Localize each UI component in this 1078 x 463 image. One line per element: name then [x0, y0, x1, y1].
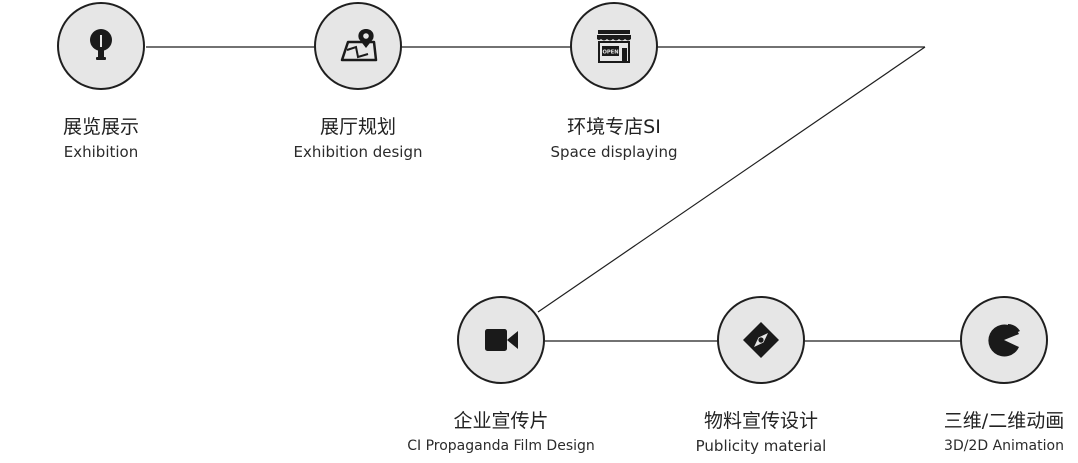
- service-circle[interactable]: [457, 296, 545, 384]
- service-ci-film-design[interactable]: 企业宣传片 CI Propaganda Film Design: [401, 296, 601, 455]
- lightbulb-icon: [90, 29, 112, 60]
- service-circle[interactable]: [314, 2, 402, 90]
- service-title-cn: 展览展示: [62, 116, 139, 138]
- service-circle[interactable]: [960, 296, 1048, 384]
- video-camera-icon: [485, 329, 518, 351]
- service-title-cn: 三维/二维动画: [943, 410, 1065, 432]
- service-exhibition-design[interactable]: 展厅规划 Exhibition design: [258, 2, 458, 161]
- service-title-en: Exhibition design: [293, 143, 423, 161]
- map-pin-icon: [340, 29, 378, 62]
- service-exhibition[interactable]: 展览展示 Exhibition: [1, 2, 201, 161]
- service-circle[interactable]: [717, 296, 805, 384]
- service-title-en: Exhibition: [63, 143, 139, 161]
- connector-line-diagonal: [537, 46, 926, 313]
- service-space-displaying[interactable]: OPEN 环境专店SI Space displaying: [514, 2, 714, 161]
- service-animation[interactable]: 三维/二维动画 3D/2D Animation: [904, 296, 1078, 455]
- service-title-cn: 物料宣传设计: [703, 410, 818, 432]
- service-circle[interactable]: OPEN: [570, 2, 658, 90]
- service-title-cn: 展厅规划: [319, 116, 396, 138]
- compass-icon: [743, 322, 779, 358]
- service-title-en: Space displaying: [550, 143, 678, 161]
- service-publicity-material[interactable]: 物料宣传设计 Publicity material: [661, 296, 861, 455]
- service-title-en: CI Propaganda Film Design: [407, 438, 595, 454]
- open-shop-icon: OPEN: [597, 30, 631, 63]
- service-title-cn: 环境专店SI: [567, 116, 661, 138]
- service-title-en: 3D/2D Animation: [944, 438, 1064, 454]
- service-title-en: Publicity material: [695, 437, 827, 455]
- pie-chart-icon: [988, 324, 1020, 357]
- open-sign-text: OPEN: [602, 50, 618, 56]
- service-circle[interactable]: [57, 2, 145, 90]
- service-title-cn: 企业宣传片: [453, 410, 549, 432]
